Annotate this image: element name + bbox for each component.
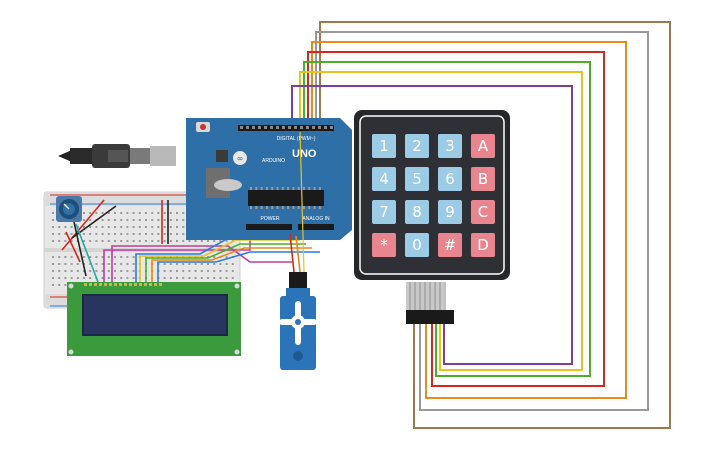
svg-text:∞: ∞	[237, 154, 244, 163]
analog-header-label: ANALOG IN	[302, 216, 330, 222]
key-7[interactable]	[372, 200, 396, 224]
key-C[interactable]	[471, 200, 495, 224]
board-brand: ARDUINO	[262, 158, 285, 164]
key-label: 3	[445, 137, 455, 155]
key-label: B	[478, 170, 488, 188]
wire-purple	[291, 85, 573, 365]
key-label: 1	[379, 137, 389, 155]
key-label: 8	[412, 203, 422, 221]
breadboard-wires	[61, 199, 320, 283]
key-label: 0	[412, 236, 422, 254]
keypad: 1 2 3 A 4 5 6 B 7 8 9 C * 0 # D	[354, 110, 510, 324]
key-label: 9	[445, 203, 455, 221]
wire-brown	[319, 21, 671, 429]
key-1[interactable]	[372, 134, 396, 158]
digital-header-label: DIGITAL (PWM~)	[277, 136, 316, 142]
key-#[interactable]	[438, 233, 462, 257]
key-label: 7	[379, 203, 389, 221]
key-label: C	[478, 203, 488, 221]
key-label: D	[477, 236, 489, 254]
wire-grey	[315, 31, 649, 411]
keypad-wires	[291, 21, 671, 429]
key-6[interactable]	[438, 167, 462, 191]
wire-orange	[311, 41, 627, 399]
key-A[interactable]	[471, 134, 495, 158]
arduino-uno: DIGITAL (PWM~) ∞ ARDUINO UNO POWER ANALO…	[186, 118, 352, 240]
key-label: 5	[412, 170, 422, 188]
power-header-label: POWER	[261, 216, 280, 222]
wire-yellow	[299, 71, 583, 371]
key-4[interactable]	[372, 167, 396, 191]
key-8[interactable]	[405, 200, 429, 224]
servo-motor	[279, 131, 317, 370]
key-0[interactable]	[405, 233, 429, 257]
key-label: #	[444, 236, 457, 254]
board-model: UNO	[292, 148, 317, 160]
key-9[interactable]	[438, 200, 462, 224]
key-D[interactable]	[471, 233, 495, 257]
usb-cable	[58, 144, 176, 168]
key-2[interactable]	[405, 134, 429, 158]
potentiometer	[56, 196, 82, 222]
wire-red	[307, 51, 605, 387]
key-5[interactable]	[405, 167, 429, 191]
key-label: 4	[379, 170, 389, 188]
key-B[interactable]	[471, 167, 495, 191]
key-*[interactable]	[372, 233, 396, 257]
key-label: 2	[412, 137, 422, 155]
lcd-display	[67, 282, 241, 356]
key-label: A	[478, 137, 489, 155]
key-label: 6	[445, 170, 455, 188]
key-label: *	[380, 236, 388, 254]
key-3[interactable]	[438, 134, 462, 158]
